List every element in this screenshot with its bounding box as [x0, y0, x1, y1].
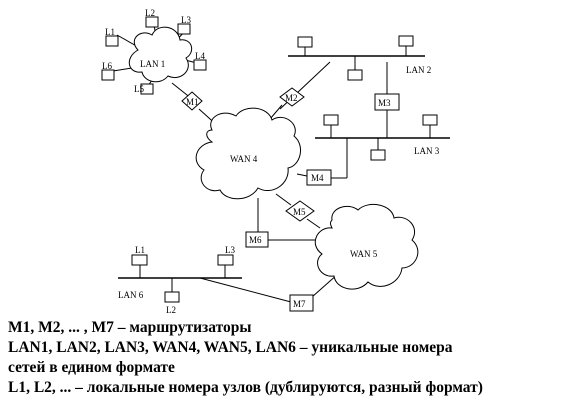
- lan1-host-l1: [105, 35, 119, 47]
- legend-line-local-nodes: L1, L2, ... – локальные номера узлов (ду…: [8, 379, 483, 396]
- lan2-host: [347, 69, 363, 81]
- lan3-host: [422, 114, 438, 126]
- router-m1-label: M1: [186, 97, 199, 107]
- wan5-label: WAN 5: [350, 249, 378, 259]
- legend-line-routers: M1, M2, ... , M7 – маршрутизаторы: [8, 319, 252, 336]
- router-m2-label: M2: [285, 93, 298, 103]
- router-m1: [181, 91, 203, 111]
- wan4-label: WAN 4: [230, 154, 258, 164]
- lan1-host-l4-label: L4: [195, 51, 205, 61]
- legend-line-networks: LAN1, LAN2, LAN3, WAN4, WAN5, LAN6 – уни…: [8, 339, 453, 356]
- router-m6-label: M6: [249, 235, 262, 245]
- lan1-host-l3-label: L3: [181, 15, 191, 25]
- router-m3-label: M3: [378, 98, 391, 108]
- network-diagram: LAN 1 LAN 2 LAN 3 WAN 4 WAN 5 LAN 6 M1 M…: [101, 8, 450, 315]
- router-m5: [285, 200, 315, 222]
- wan5-cloud: [314, 203, 419, 290]
- router-m5-label: M5: [293, 207, 306, 217]
- router-m4: [306, 169, 332, 186]
- lan6-host-l3-label: L3: [225, 245, 235, 255]
- lan1-host-l5-label: L5: [134, 84, 144, 94]
- lan1-host-l2-label: L2: [145, 8, 155, 18]
- lan6-host-l3: [217, 254, 234, 266]
- lan1-host-l6-label: L6: [102, 61, 112, 71]
- router-m7-label: M7: [293, 299, 306, 309]
- lan1-label: LAN 1: [140, 59, 165, 69]
- router-m3: [374, 93, 400, 111]
- lan1-host-l3: [177, 23, 191, 35]
- lan2-label: LAN 2: [406, 65, 431, 75]
- lan6-host-l1: [131, 254, 148, 266]
- lan1-host-l2: [145, 16, 159, 28]
- legend: M1, M2, ... , M7 – маршрутизаторы LAN1, …: [8, 318, 573, 405]
- lan1-host-l5: [140, 83, 154, 95]
- router-m2: [279, 87, 305, 107]
- lan6-host-l2: [164, 291, 180, 303]
- wan4-cloud: [195, 107, 302, 200]
- lan6-host-l1-label: L1: [135, 245, 145, 255]
- router-m4-label: M4: [311, 173, 324, 183]
- lan1-host-l1-label: L1: [105, 27, 115, 37]
- lan6-label: LAN 6: [118, 290, 144, 300]
- legend-line-networks-cont: сетей в едином формате: [8, 359, 175, 376]
- lan1-host-l4: [193, 59, 207, 71]
- lan3-label: LAN 3: [414, 146, 440, 156]
- lan2-host: [398, 35, 414, 47]
- lan1-host-l6: [101, 69, 115, 81]
- router-m7: [289, 294, 314, 312]
- lan1-cloud: [128, 26, 193, 83]
- lan3-host: [323, 114, 339, 126]
- lan2-host: [297, 36, 313, 48]
- lan3-host: [370, 149, 386, 161]
- router-m6: [245, 231, 269, 248]
- lan6-host-l2-label: L2: [166, 305, 176, 315]
